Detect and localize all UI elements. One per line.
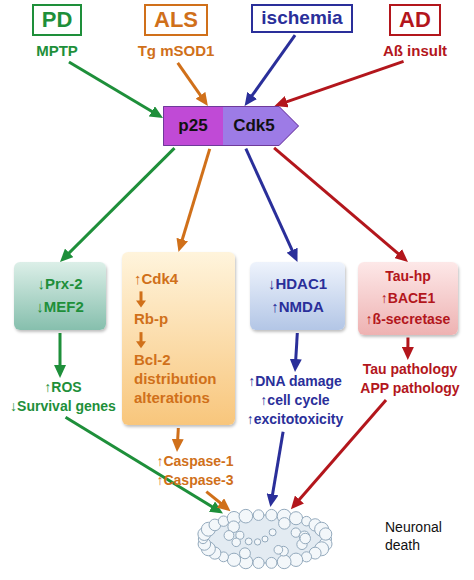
- cell-bubble: [253, 510, 264, 521]
- kinase-outline: [164, 107, 299, 146]
- node-sublabel: APP pathology: [355, 379, 465, 398]
- connector-arrow: [246, 149, 296, 258]
- cell-bubble: [289, 553, 302, 566]
- cell-bubble: [266, 557, 277, 568]
- connector-arrow: [206, 492, 226, 508]
- node-label: Tau pathology: [355, 360, 465, 379]
- node-label: ↑DNA damage: [238, 372, 352, 391]
- cell-bubble: [262, 536, 268, 542]
- node-label: ALS: [144, 4, 208, 36]
- cell-bubble: [277, 555, 291, 569]
- connector-arrow: [69, 62, 159, 116]
- node-sublabel: Rb-p: [134, 310, 168, 329]
- disease-header: AD Aß insult: [372, 4, 458, 60]
- chain-head: [136, 300, 146, 307]
- chain-shaft: [140, 332, 143, 342]
- neuron-cell: Neuronal death: [195, 507, 335, 571]
- p25-segment: [163, 106, 223, 146]
- node-label: ischemia: [251, 4, 352, 33]
- chain-arrow: [136, 332, 146, 348]
- cell-bubble: [245, 538, 252, 545]
- neuron-illustration: [195, 507, 335, 571]
- process-box: Tau-hp ↑BACE1 ↑ß-secretase: [358, 262, 458, 335]
- process-box: ↓HDAC1 ↑NMDA: [250, 262, 345, 330]
- cell-bubble: [266, 509, 277, 520]
- node-sublabel: MPTP: [18, 42, 96, 60]
- outcome-group: ↑Caspase-1↑Caspase-3: [150, 452, 240, 490]
- node-sublabel: ↑cell cycle: [238, 391, 352, 410]
- node-sublabel: ↓MEF2: [36, 298, 84, 317]
- cell-body: [203, 515, 327, 563]
- cell-bubble: [289, 512, 302, 525]
- connector-arrow: [59, 333, 62, 373]
- node-sublabel: Bcl-2 distribution alterations: [134, 351, 229, 407]
- connector-arrow: [248, 35, 296, 102]
- cell-bubble: [253, 557, 264, 568]
- chain-head: [136, 341, 146, 348]
- connector-arrow: [178, 63, 205, 102]
- outcome-group: ↑ROS↓Survival genes: [4, 378, 122, 416]
- node-sublabel: Tg mSOD1: [128, 42, 224, 60]
- chain-arrow: [136, 291, 146, 307]
- connector-arrow: [64, 148, 175, 258]
- node-sublabel: ↑Caspase-3: [150, 471, 240, 490]
- chain-shaft: [140, 291, 143, 301]
- process-box: ↑Cdk4Rb-pBcl-2 distribution alterations: [122, 252, 235, 425]
- disease-header: ischemia: [250, 4, 354, 33]
- node-label: Tau-hp: [385, 268, 431, 286]
- node-sublabel: ↑BACE1: [381, 290, 435, 308]
- node-label: p25: [163, 106, 223, 146]
- node-label: ↑ROS: [4, 378, 122, 397]
- node-sublabel: ↑ß-secretase: [366, 311, 451, 329]
- node-sublabel: ↑NMDA: [271, 298, 324, 317]
- node-label: Neuronal death: [385, 519, 463, 554]
- connector-arrow: [274, 148, 404, 259]
- cell-bubble: [254, 539, 260, 545]
- node-label: ↑Cdk4: [134, 270, 178, 289]
- kinase-arrow-shape: p25Cdk5: [163, 106, 299, 146]
- disease-header: ALS Tg mSOD1: [128, 4, 224, 60]
- connector-arrow: [406, 338, 409, 356]
- cell-bubble: [269, 529, 276, 536]
- node-label: AD: [389, 4, 441, 36]
- outcome-group: ↑DNA damage↑cell cycle↑excitotoxicity: [238, 372, 352, 429]
- connector-arrow: [180, 149, 210, 247]
- cell-bubble: [274, 545, 283, 554]
- node-label: PD: [32, 4, 83, 36]
- connector-arrow: [271, 432, 283, 503]
- disease-header: PD MPTP: [18, 4, 96, 60]
- node-sublabel: ↓Survival genes: [4, 397, 122, 416]
- node-sublabel: Cdk5: [223, 106, 285, 146]
- outcome-group: Tau pathologyAPP pathology: [355, 360, 465, 398]
- node-label: ↑Caspase-1: [150, 452, 240, 471]
- cell-bubble: [239, 509, 253, 523]
- cell-bubble: [227, 553, 240, 566]
- process-box: ↓Prx-2 ↓MEF2: [14, 262, 106, 330]
- cell-bubble: [279, 518, 291, 530]
- connector-arrow: [295, 333, 297, 367]
- cell-bubble: [300, 533, 310, 543]
- cell-bubble: [224, 531, 234, 541]
- connector-arrow: [279, 61, 403, 104]
- node-label: ↓HDAC1: [268, 275, 327, 294]
- node-sublabel: ↑excitotoxicity: [238, 410, 352, 429]
- cell-bubble: [232, 538, 241, 547]
- node-label: ↓Prx-2: [37, 275, 82, 294]
- cell-bubble: [239, 548, 250, 559]
- node-sublabel: Aß insult: [372, 42, 458, 60]
- cell-bubble: [319, 528, 331, 540]
- connector-arrow: [177, 428, 178, 447]
- cdk5-segment: [223, 106, 299, 146]
